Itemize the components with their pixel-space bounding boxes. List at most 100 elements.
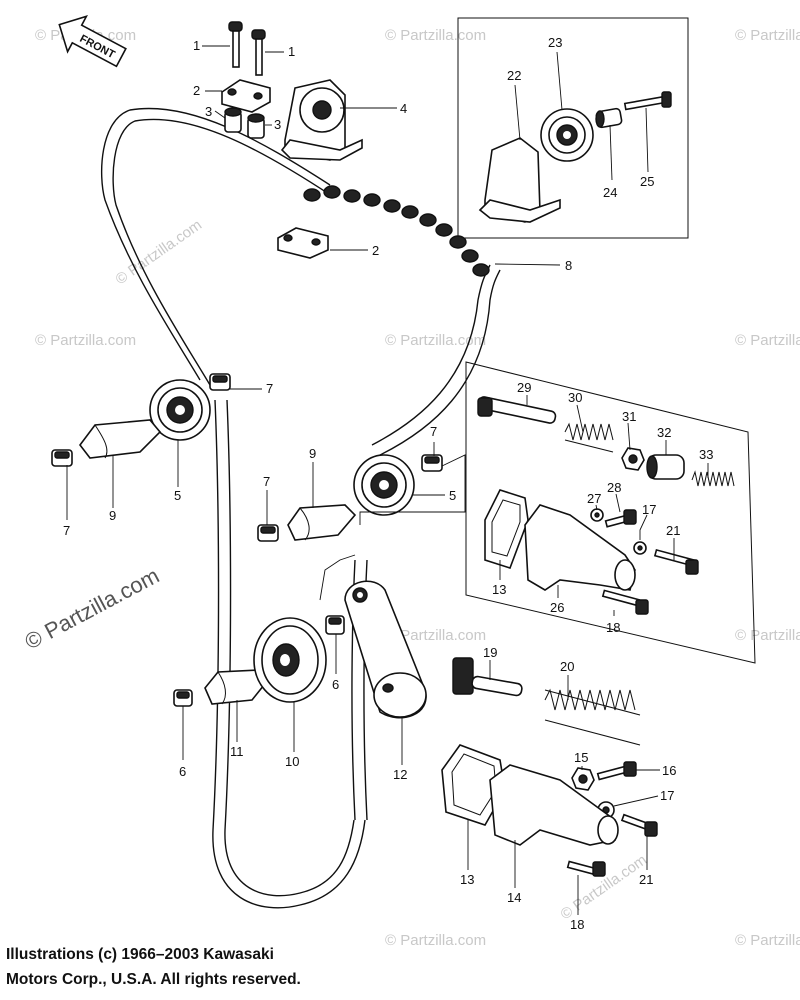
- callout-29: 29: [517, 380, 531, 395]
- gasket-part-13: [484, 489, 529, 569]
- callout-15: 15: [574, 750, 588, 765]
- callout-20: 20: [560, 659, 574, 674]
- spacer-block-part-2b: [277, 227, 329, 259]
- callout-30: 30: [568, 390, 582, 405]
- leader-lines: [66, 45, 709, 915]
- callout-7: 7: [266, 381, 273, 396]
- callout-6: 6: [179, 764, 186, 779]
- callout-23: 23: [548, 35, 562, 50]
- callout-6: 6: [332, 677, 339, 692]
- callout-17: 17: [642, 502, 656, 517]
- sprocket-part-23: [540, 108, 594, 162]
- bolt-part-21: [653, 548, 699, 575]
- spacer-block-part-2: [221, 79, 271, 113]
- tensioner-arm-part-12: [344, 580, 427, 719]
- watermark: © Partzilla.com: [735, 627, 800, 644]
- spring-part-30: [564, 422, 614, 453]
- callout-5: 5: [174, 488, 181, 503]
- callout-1: 1: [193, 38, 200, 53]
- rubber-block-part-6b: [173, 689, 193, 707]
- callout-13: 13: [460, 872, 474, 887]
- callout-24: 24: [603, 185, 617, 200]
- callout-21: 21: [666, 523, 680, 538]
- collar-part-3: [224, 107, 265, 139]
- spring-part-20: [544, 688, 641, 746]
- washer-part-27: [590, 508, 604, 522]
- sprocket-holder-part-4: [280, 79, 363, 161]
- bolt-part-1: [228, 21, 266, 76]
- callout-17: 17: [660, 788, 674, 803]
- callout-16: 16: [662, 763, 676, 778]
- callout-32: 32: [657, 425, 671, 440]
- pulley-part-10: [253, 617, 327, 703]
- spring-part-33: [691, 470, 735, 487]
- watermark-large: © Partzilla.com: [21, 563, 164, 655]
- callout-18: 18: [570, 917, 584, 932]
- callout-25: 25: [640, 174, 654, 189]
- callout-7: 7: [263, 474, 270, 489]
- collar-part-24: [595, 107, 623, 129]
- sprocket-part-5b: [353, 454, 415, 516]
- tensioner-housing-part-26: [524, 504, 636, 591]
- inset-frame-sprocket: [457, 17, 689, 239]
- guide-part-9b: [287, 504, 357, 541]
- callout-10: 10: [285, 754, 299, 769]
- copyright-notice: Illustrations (c) 1966–2003 Kawasaki Mot…: [6, 942, 426, 992]
- callout-12: 12: [393, 767, 407, 782]
- callout-13: 13: [492, 582, 506, 597]
- callout-4: 4: [400, 101, 407, 116]
- callout-7: 7: [63, 523, 70, 538]
- sprocket-part-5: [149, 379, 211, 441]
- bolt-part-28: [604, 509, 637, 528]
- callout-28: 28: [607, 480, 621, 495]
- washer-part-17: [633, 541, 647, 555]
- drive-chain: [303, 185, 490, 277]
- watermark: © Partzilla.com: [735, 932, 800, 949]
- watermark: © Partzilla.com: [735, 27, 800, 44]
- watermark: © Partzilla.com: [385, 932, 486, 949]
- callout-5: 5: [449, 488, 456, 503]
- callout-1: 1: [288, 44, 295, 59]
- copyright-line-1: Illustrations (c) 1966–2003 Kawasaki: [6, 946, 274, 963]
- callout-3: 3: [274, 117, 281, 132]
- watermark: © Partzilla.com: [385, 27, 486, 44]
- callout-2: 2: [372, 243, 379, 258]
- copyright-line-2: Motors Corp., U.S.A. All rights reserved…: [6, 971, 301, 988]
- bolt-part-18b: [566, 860, 606, 877]
- callout-19: 19: [483, 645, 497, 660]
- callout-27: 27: [587, 491, 601, 506]
- callout-11: 11: [230, 744, 244, 759]
- callout-22: 22: [507, 68, 521, 83]
- bolt-part-16: [596, 761, 637, 781]
- callout-18: 18: [606, 620, 620, 635]
- rubber-block-part-7d: [421, 454, 443, 472]
- callout-7: 7: [430, 424, 437, 439]
- rubber-block-part-6: [325, 615, 345, 635]
- watermark: © Partzilla.com: [735, 332, 800, 349]
- bolt-part-25: [623, 91, 672, 111]
- pushrod-part-29: [477, 396, 557, 424]
- callout-8: 8: [565, 258, 572, 273]
- callout-labels: 1 1 2 3 3 4 2 8 22 23 24 25 7 7 9 5 7 9 …: [63, 35, 713, 932]
- watermark: © Partzilla.com: [35, 332, 136, 349]
- sprocket-holder-part-22: [478, 137, 561, 223]
- watermark: © Partzilla.com: [385, 627, 486, 644]
- rubber-block-part-7b: [209, 373, 231, 391]
- callout-9: 9: [109, 508, 116, 523]
- guide-part-9: [78, 419, 162, 459]
- callout-26: 26: [550, 600, 564, 615]
- nut-part-31: [621, 447, 645, 471]
- tensioner-housing-part-14: [489, 764, 619, 846]
- callout-9: 9: [309, 446, 316, 461]
- collar-part-32: [646, 454, 685, 480]
- callout-3: 3: [205, 104, 212, 119]
- callout-33: 33: [699, 447, 713, 462]
- callout-2: 2: [193, 83, 200, 98]
- callout-31: 31: [622, 409, 636, 424]
- rubber-block-part-7: [51, 449, 73, 467]
- pushrod-part-19: [452, 657, 523, 697]
- nut-part-15: [571, 767, 595, 791]
- inset-frame-tensioner: [465, 361, 756, 664]
- bolt-part-21b: [620, 813, 658, 837]
